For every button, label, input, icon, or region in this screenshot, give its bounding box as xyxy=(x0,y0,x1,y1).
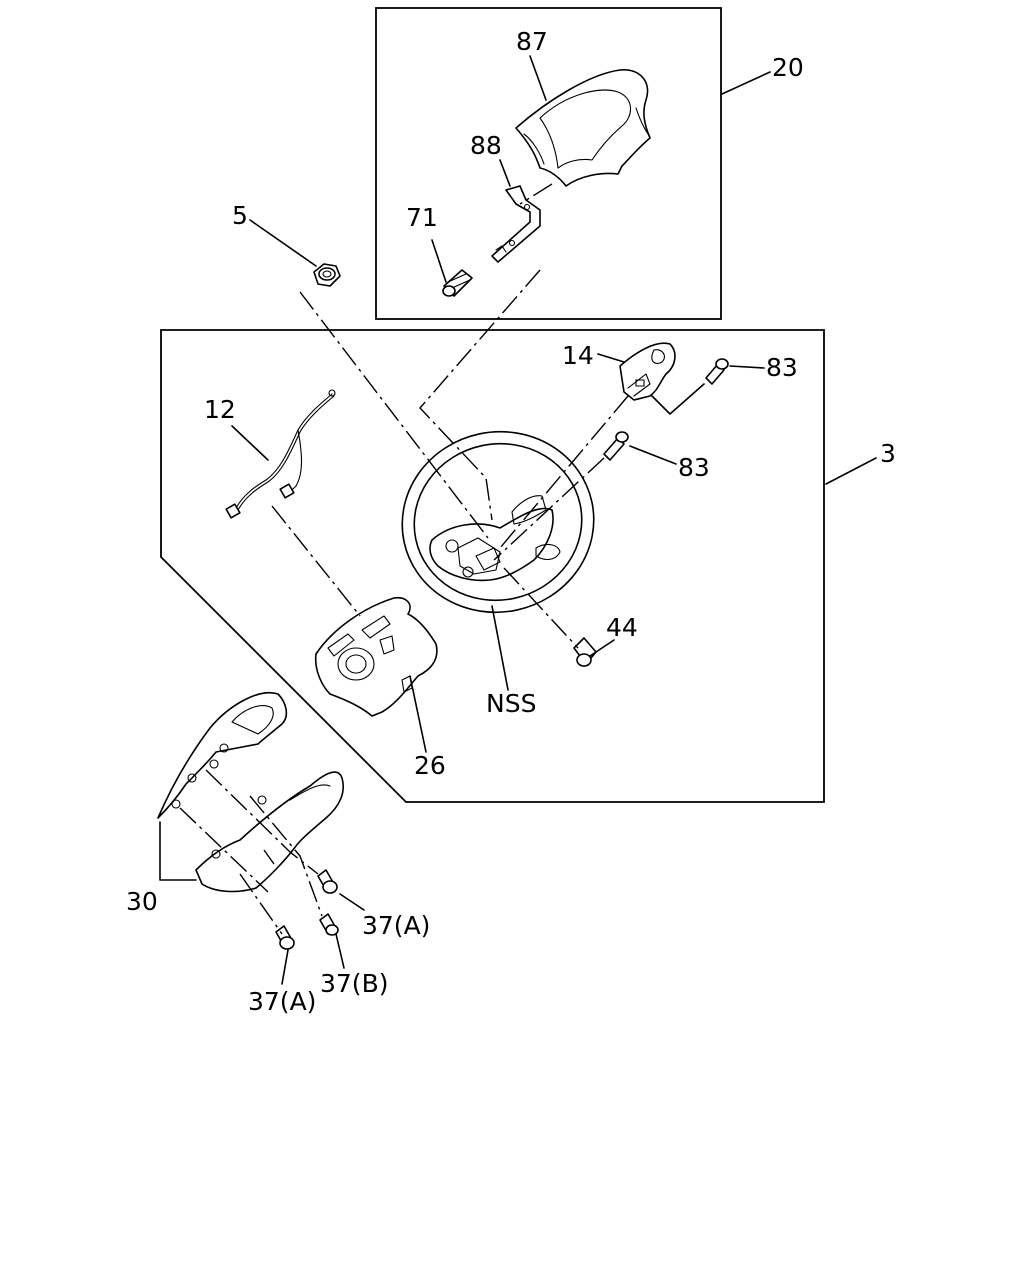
wire-harness-part-12 xyxy=(225,389,336,519)
callout-30: 30 xyxy=(126,887,158,916)
callout-20: 20 xyxy=(772,53,804,82)
callout-14: 14 xyxy=(562,341,594,370)
screw-part-37a-lower xyxy=(275,925,295,950)
callout-3: 3 xyxy=(880,439,896,468)
steering-wheel-part-3 xyxy=(401,430,595,614)
callout-71: 71 xyxy=(406,203,438,232)
nut-part-5 xyxy=(313,263,341,287)
callout-37a-upper: 37(A) xyxy=(362,911,430,940)
group-box-3 xyxy=(160,329,825,803)
callout-44: 44 xyxy=(606,613,638,642)
screw-part-37b xyxy=(319,913,339,936)
bolt-part-44 xyxy=(573,637,597,667)
callout-nss: NSS xyxy=(486,689,536,718)
callout-5: 5 xyxy=(232,201,248,230)
callout-88: 88 xyxy=(470,131,502,160)
callout-37a-lower: 37(A) xyxy=(248,987,316,1016)
leader-lines xyxy=(159,55,877,985)
switch-cover-part-14 xyxy=(619,342,676,401)
screw-part-83-lower xyxy=(603,431,629,461)
callout-26: 26 xyxy=(414,751,446,780)
assembly-lines xyxy=(179,183,629,935)
column-cover-part-30 xyxy=(157,692,344,893)
lower-cover-part-26 xyxy=(314,596,438,717)
callout-87: 87 xyxy=(516,27,548,56)
airbag-pad-part-87 xyxy=(515,69,651,187)
callout-83-upper: 83 xyxy=(766,353,798,382)
callout-12: 12 xyxy=(204,395,236,424)
bolt-part-71 xyxy=(442,269,473,297)
group-box-20 xyxy=(375,7,722,320)
callout-37b: 37(B) xyxy=(320,969,388,998)
bracket-part-88 xyxy=(491,185,541,263)
screw-part-83-upper xyxy=(705,358,729,385)
callout-83-lower: 83 xyxy=(678,453,710,482)
screw-part-37a-upper xyxy=(317,869,338,894)
